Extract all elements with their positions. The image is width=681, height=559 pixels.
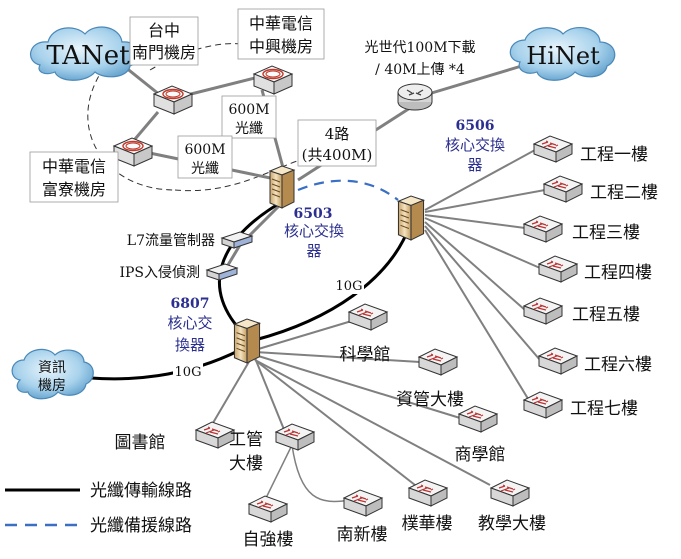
svg-text:6807: 6807 bbox=[171, 296, 210, 312]
legend-dashed-label: 光纖備援線路 bbox=[90, 516, 192, 536]
tanet-cloud: TANet bbox=[30, 26, 140, 81]
building-switch-icon bbox=[543, 175, 583, 203]
engmgmt-label-1: 工管 bbox=[229, 430, 263, 450]
building-label: 工程五樓 bbox=[572, 305, 640, 325]
building-switch-icon bbox=[538, 347, 578, 375]
right-buildings: 工程一樓 工程二樓 工程三樓 工程四樓 工程五樓 工程六樓 工程七樓 bbox=[523, 135, 658, 419]
im-switch-icon bbox=[418, 348, 458, 376]
svg-text:富寮機房: 富寮機房 bbox=[42, 180, 106, 199]
l7-label: L7流量管制器 bbox=[127, 233, 215, 249]
library-label: 圖書館 bbox=[115, 433, 166, 453]
info-room-cloud: 資訊 機房 bbox=[11, 348, 94, 400]
svg-text:核心交: 核心交 bbox=[167, 314, 212, 332]
building-switch-icon bbox=[523, 391, 563, 419]
four-lines-label: 4路 (共400M) bbox=[297, 119, 377, 167]
puhua-label: 樸華樓 bbox=[402, 514, 453, 534]
core-6506-icon bbox=[397, 195, 425, 241]
tenG-label-b: 10G bbox=[173, 362, 203, 380]
svg-text:光世代100M下載: 光世代100M下載 bbox=[364, 40, 475, 56]
svg-text:10G: 10G bbox=[336, 279, 363, 294]
ips-label: IPS入侵偵測 bbox=[119, 264, 200, 281]
core-6807-label: 6807 核心交 換器 bbox=[167, 296, 212, 354]
info-room-label-2: 機房 bbox=[38, 378, 66, 394]
tenG-label-a: 10G bbox=[334, 276, 364, 294]
building-label: 工程一樓 bbox=[580, 145, 648, 165]
svg-text:核心交換: 核心交換 bbox=[445, 136, 505, 154]
svg-text:光纖: 光纖 bbox=[191, 161, 219, 177]
backup-ring-3 bbox=[174, 159, 301, 192]
svg-text:10G: 10G bbox=[175, 365, 202, 380]
core-6503-icon bbox=[269, 165, 295, 209]
fuliao-site-icon bbox=[113, 137, 153, 167]
im-label: 資管大樓 bbox=[396, 390, 464, 410]
svg-text:4路: 4路 bbox=[325, 125, 350, 143]
svg-text:/ 40M上傳 *4: / 40M上傳 *4 bbox=[375, 62, 465, 78]
hinet-cloud: HiNet bbox=[509, 26, 616, 81]
ips-device-icon bbox=[206, 263, 238, 281]
zhongxing-site-icon bbox=[253, 65, 293, 95]
legend: 光纖傳輸線路 光纖備援線路 bbox=[5, 481, 192, 536]
building-switch-icon bbox=[538, 255, 578, 283]
svg-text:台中: 台中 bbox=[148, 21, 180, 40]
backup-6503-6506 bbox=[297, 179, 399, 201]
business-switch-icon bbox=[458, 405, 498, 433]
building-switch-icon bbox=[533, 135, 573, 163]
fiber-600m-label-b: 600M 光纖 bbox=[177, 135, 233, 179]
nanxin-label: 南新樓 bbox=[337, 525, 388, 545]
engmgmt-switch-icon bbox=[275, 423, 315, 451]
building-switch-icon bbox=[523, 215, 563, 243]
svg-text:6506: 6506 bbox=[456, 118, 495, 134]
building-label: 工程六樓 bbox=[584, 355, 652, 375]
business-label: 商學館 bbox=[455, 445, 506, 465]
teaching-switch-icon bbox=[490, 479, 530, 507]
ziqiang-label: 自強樓 bbox=[243, 530, 294, 550]
svg-text:600M: 600M bbox=[184, 142, 225, 158]
backup-ring-1 bbox=[87, 59, 176, 191]
building-label: 工程四樓 bbox=[584, 263, 652, 283]
building-label: 工程二樓 bbox=[590, 183, 658, 203]
svg-text:南門機房: 南門機房 bbox=[132, 43, 196, 62]
building-label: 工程七樓 bbox=[570, 399, 638, 419]
building-switch-icon bbox=[523, 297, 563, 325]
svg-text:(共400M): (共400M) bbox=[302, 146, 373, 164]
svg-text:中華電信: 中華電信 bbox=[249, 14, 313, 33]
science-switch-icon bbox=[348, 303, 388, 331]
backbone-6807-6506 bbox=[254, 224, 412, 342]
bottom-buildings: 科學館 資管大樓 商學館 圖書館 工管 大樓 自強樓 南新樓 樸華樓 教學大樓 bbox=[115, 303, 546, 550]
tanet-label: TANet bbox=[46, 41, 130, 71]
svg-text:換器: 換器 bbox=[175, 336, 205, 354]
nanmen-label: 台中 南門機房 bbox=[129, 16, 199, 66]
zhongxing-label: 中華電信 中興機房 bbox=[237, 8, 325, 60]
router-icon bbox=[397, 83, 433, 111]
l7-device-icon bbox=[221, 231, 253, 249]
building-label: 工程三樓 bbox=[572, 223, 640, 243]
info-room-label-1: 資訊 bbox=[38, 360, 66, 376]
nanxin-switch-icon bbox=[343, 489, 383, 517]
ziqiang-switch-icon bbox=[248, 495, 288, 523]
core-6807-icon bbox=[233, 318, 261, 364]
isp-label: 光世代100M下載 / 40M上傳 *4 bbox=[364, 40, 475, 78]
science-label: 科學館 bbox=[340, 345, 391, 365]
svg-text:中華電信: 中華電信 bbox=[42, 157, 106, 176]
core-6503-label: 6503 核心交換 器 bbox=[284, 206, 344, 260]
nanmen-site-icon bbox=[153, 85, 193, 115]
svg-text:核心交換: 核心交換 bbox=[284, 222, 344, 240]
engmgmt-label-2: 大樓 bbox=[229, 454, 263, 474]
svg-text:6503: 6503 bbox=[294, 206, 333, 222]
hinet-label: HiNet bbox=[526, 42, 600, 70]
core-6506-label: 6506 核心交換 器 bbox=[445, 118, 505, 174]
svg-text:光纖: 光纖 bbox=[235, 121, 263, 137]
fiber-600m-label-a: 600M 光纖 bbox=[221, 95, 277, 139]
svg-text:中興機房: 中興機房 bbox=[249, 37, 313, 56]
legend-solid-label: 光纖傳輸線路 bbox=[90, 481, 192, 501]
svg-text:600M: 600M bbox=[228, 102, 269, 118]
svg-text:器: 器 bbox=[306, 242, 321, 260]
svg-text:器: 器 bbox=[467, 156, 482, 174]
fuliao-label: 中華電信 富寮機房 bbox=[29, 151, 119, 203]
teaching-label: 教學大樓 bbox=[478, 514, 546, 534]
